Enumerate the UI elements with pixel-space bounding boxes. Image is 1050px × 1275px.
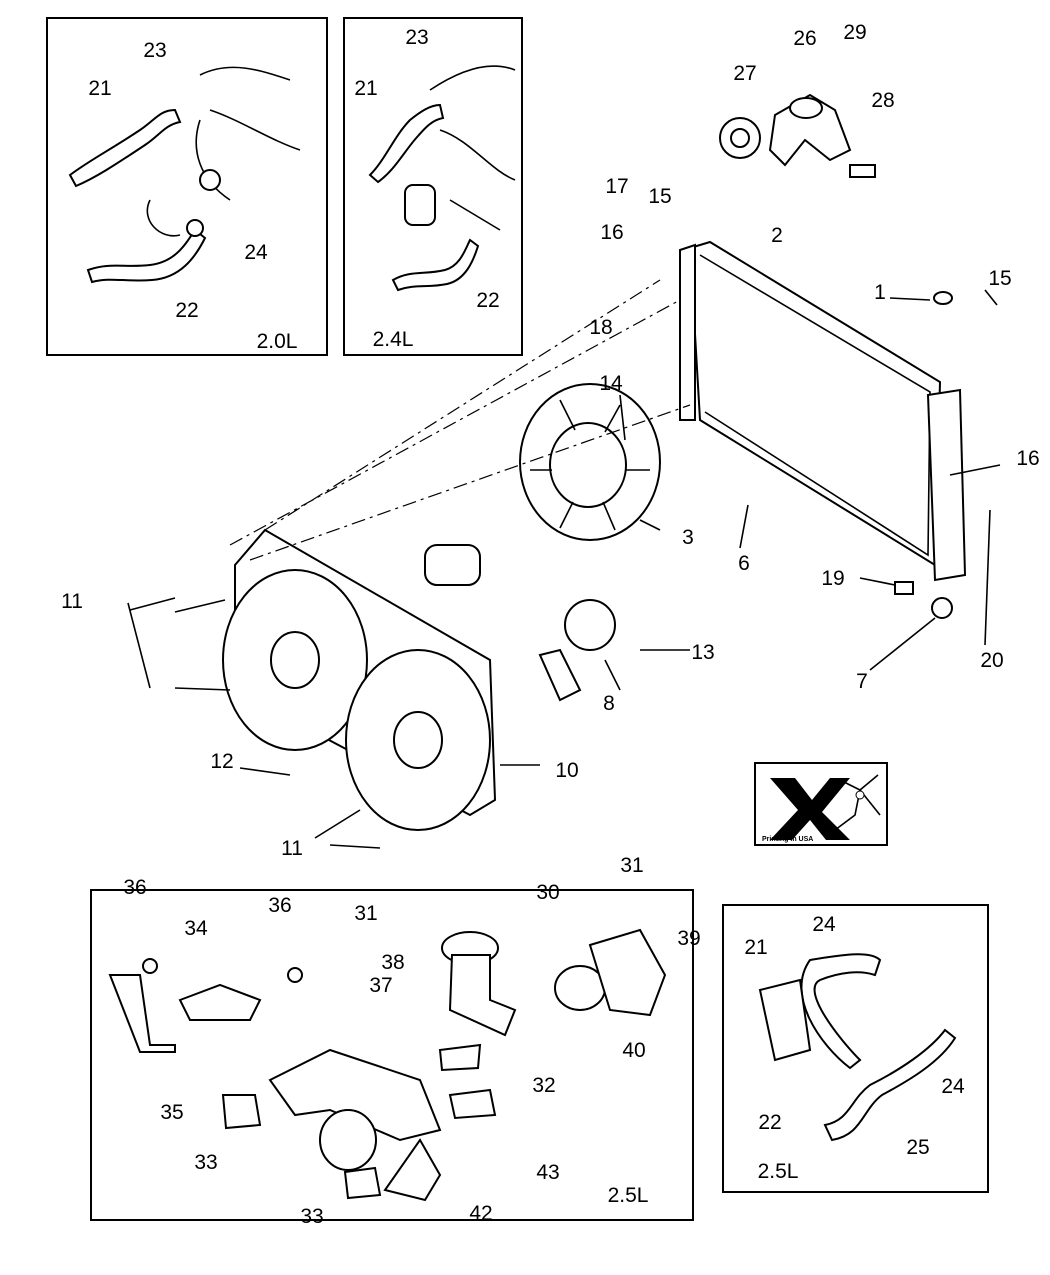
part-callout: 10 [555, 759, 578, 782]
part-callout: 19 [821, 567, 844, 590]
part-callout: 11 [281, 837, 303, 860]
part-callout: 23 [143, 39, 166, 62]
part-callout: 33 [194, 1151, 217, 1174]
part-callout: 36 [268, 894, 291, 917]
part-callout: 24 [812, 913, 836, 936]
part-callout: 30 [536, 881, 559, 904]
part-callout: 14 [599, 372, 623, 395]
inset-box-2-5l-housing [90, 889, 694, 1221]
part-callout: 2 [771, 224, 783, 247]
part-callout: 24 [244, 241, 268, 264]
water-outlet-parts-2-5l [108, 928, 667, 1202]
part-callout: 35 [160, 1101, 183, 1124]
part-callout: 6 [738, 552, 750, 575]
logo-stamp: Printing in USA [754, 762, 888, 846]
part-callout: 1 [874, 281, 886, 304]
part-callout: 7 [856, 670, 868, 693]
fan-assembly [424, 383, 661, 702]
hose-2-5l [758, 953, 957, 1142]
part-callout: 11 [61, 590, 83, 613]
part-callout: 43 [536, 1161, 559, 1184]
part-callout: 18 [589, 316, 612, 339]
fan-shroud [222, 528, 497, 831]
part-callout: 22 [476, 289, 499, 312]
part-callout: 22 [758, 1111, 781, 1134]
part-callout: 38 [381, 951, 404, 974]
part-callout: 33 [300, 1205, 323, 1228]
hose-2-4l [368, 65, 516, 292]
inset-label-2-5l-hoses: 2.5L [758, 1160, 799, 1183]
inset-label-2-5l-housing: 2.5L [608, 1184, 649, 1207]
part-callout: 8 [603, 692, 615, 715]
inset-box-2-4l [343, 17, 523, 356]
part-callout: 31 [354, 902, 377, 925]
part-callout: 12 [210, 750, 233, 773]
part-callout: 39 [677, 927, 700, 950]
logo-text: Printing in USA [762, 836, 813, 843]
part-callout: 32 [532, 1074, 555, 1097]
hose-2-0l-upper [68, 66, 301, 284]
alignment-lines [229, 279, 691, 561]
part-callout: 28 [871, 89, 894, 112]
part-callout: 29 [843, 21, 866, 44]
inset-box-2-0l [46, 17, 328, 356]
leader-lines [127, 289, 1001, 849]
part-callout: 21 [744, 936, 767, 959]
inset-box-2-5l-hoses [722, 904, 989, 1193]
part-callout: 36 [123, 876, 146, 899]
part-callout: 16 [1016, 447, 1039, 470]
thermostat-housing [719, 93, 876, 178]
part-callout: 40 [622, 1039, 645, 1062]
inset-label-2-4l: 2.4L [373, 328, 414, 351]
part-callout: 21 [88, 77, 111, 100]
part-callout: 22 [175, 299, 198, 322]
part-callout: 3 [682, 526, 694, 549]
part-callout: 16 [600, 221, 623, 244]
part-callout: 17 [605, 175, 628, 198]
part-callout: 24 [941, 1075, 965, 1098]
part-callout: 26 [793, 27, 816, 50]
radiator [679, 240, 967, 619]
part-callout: 15 [988, 267, 1011, 290]
part-callout: 42 [469, 1202, 492, 1225]
part-callout: 15 [648, 185, 671, 208]
inset-label-2-0l: 2.0L [257, 330, 298, 353]
part-callout: 20 [980, 649, 1003, 672]
part-callout: 25 [906, 1136, 929, 1159]
part-callout: 13 [691, 641, 714, 664]
part-callout: 21 [354, 77, 377, 100]
part-callout: 27 [733, 62, 756, 85]
part-callout: 23 [405, 26, 428, 49]
part-callout: 31 [620, 854, 643, 877]
part-callout: 37 [369, 974, 392, 997]
part-callout: 34 [184, 917, 208, 940]
